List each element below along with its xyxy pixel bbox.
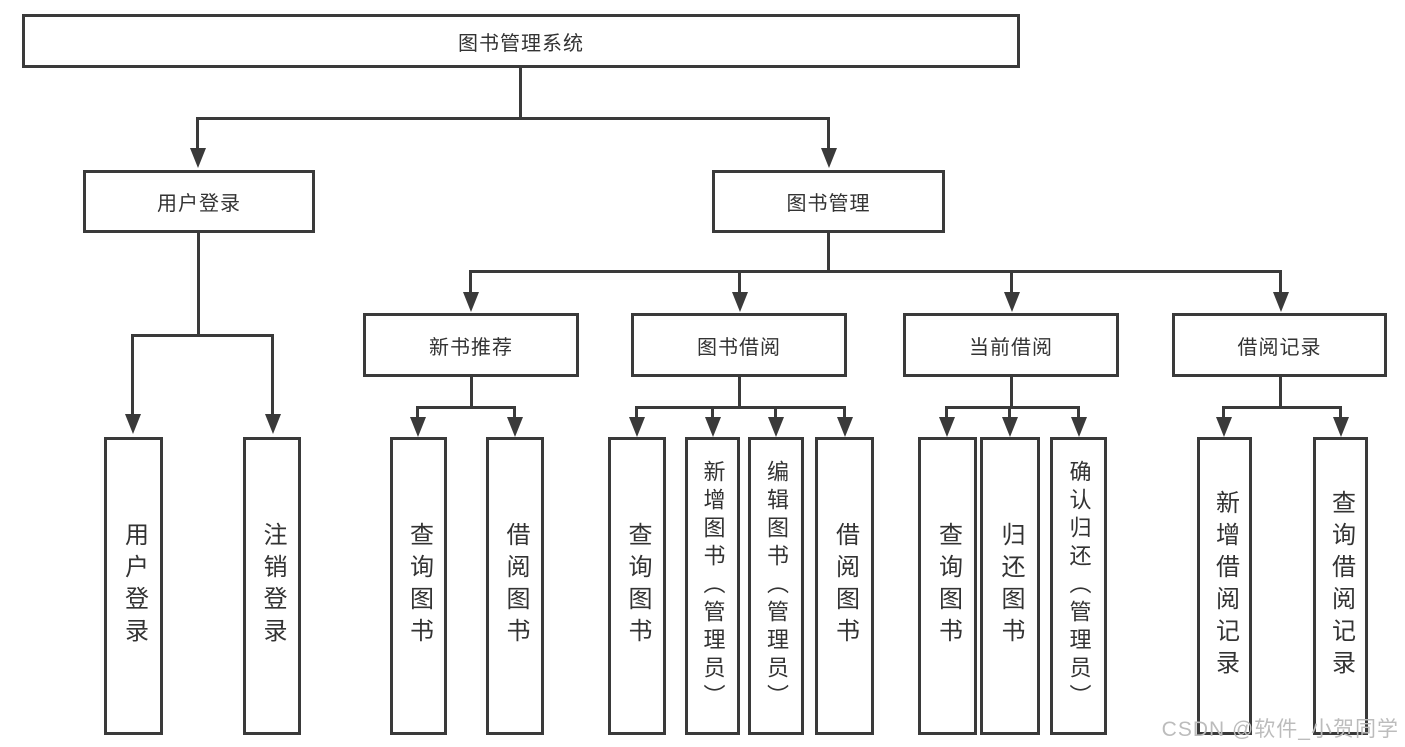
- leaf-query-books-recommend: 查询图书: [390, 437, 447, 735]
- watermark-text: CSDN @软件_小贺同学: [1161, 718, 1399, 741]
- leaf-query-books-borrow: 查询图书: [608, 437, 666, 735]
- node-new-book-recommendation: 新书推荐: [363, 313, 579, 377]
- arrow-down-connector: [513, 406, 516, 417]
- arrow-down-connector: [1077, 406, 1080, 417]
- arrow-down-connector: [1010, 270, 1013, 292]
- node-book-management: 图书管理: [712, 170, 945, 233]
- arrow-down-connector: [271, 334, 274, 414]
- arrow-down-connector: [416, 406, 419, 417]
- arrow-down-connector: [1339, 406, 1342, 417]
- connector-line: [738, 377, 741, 409]
- connector-line: [416, 406, 516, 409]
- leaf-confirm-return-admin: 确认归还（管理员）: [1050, 437, 1107, 735]
- arrow-down-connector: [1279, 270, 1282, 292]
- leaf-query-books-current: 查询图书: [918, 437, 977, 735]
- arrow-down-connector: [196, 117, 199, 148]
- connector-line: [197, 233, 200, 336]
- arrow-down-connector: [774, 406, 777, 417]
- connector-line: [519, 68, 522, 120]
- node-borrowing-records: 借阅记录: [1172, 313, 1387, 377]
- leaf-logout: 注销登录: [243, 437, 301, 735]
- connector-line: [946, 406, 1079, 409]
- connector-line: [635, 406, 845, 409]
- arrow-down-connector: [131, 334, 134, 414]
- node-user-login: 用户登录: [83, 170, 315, 233]
- arrow-down-connector: [1222, 406, 1225, 417]
- connector-line: [131, 334, 274, 337]
- arrow-down-connector: [469, 270, 472, 292]
- leaf-add-borrow-record: 新增借阅记录: [1197, 437, 1252, 735]
- connector-line: [827, 233, 830, 273]
- connector-line: [469, 270, 1281, 273]
- connector-line: [1222, 406, 1342, 409]
- arrow-down-connector: [843, 406, 846, 417]
- connector-line: [470, 377, 473, 409]
- leaf-add-book-admin: 新增图书（管理员）: [685, 437, 740, 735]
- connector-line: [196, 117, 830, 120]
- arrow-down-connector: [738, 270, 741, 292]
- connector-line: [1279, 377, 1282, 409]
- leaf-return-books: 归还图书: [980, 437, 1040, 735]
- arrow-down-connector: [945, 406, 948, 417]
- node-current-borrowing: 当前借阅: [903, 313, 1119, 377]
- arrow-down-connector: [635, 406, 638, 417]
- arrow-down-connector: [827, 117, 830, 148]
- arrow-down-connector: [711, 406, 714, 417]
- node-book-borrowing: 图书借阅: [631, 313, 847, 377]
- arrow-down-connector: [1008, 406, 1011, 417]
- leaf-user-login: 用户登录: [104, 437, 163, 735]
- leaf-borrow-books-borrow: 借阅图书: [815, 437, 874, 735]
- leaf-borrow-books-recommend: 借阅图书: [486, 437, 544, 735]
- leaf-query-borrow-record: 查询借阅记录: [1313, 437, 1368, 735]
- connector-line: [1010, 377, 1013, 409]
- leaf-edit-book-admin: 编辑图书（管理员）: [748, 437, 804, 735]
- node-library-management-system: 图书管理系统: [22, 14, 1020, 68]
